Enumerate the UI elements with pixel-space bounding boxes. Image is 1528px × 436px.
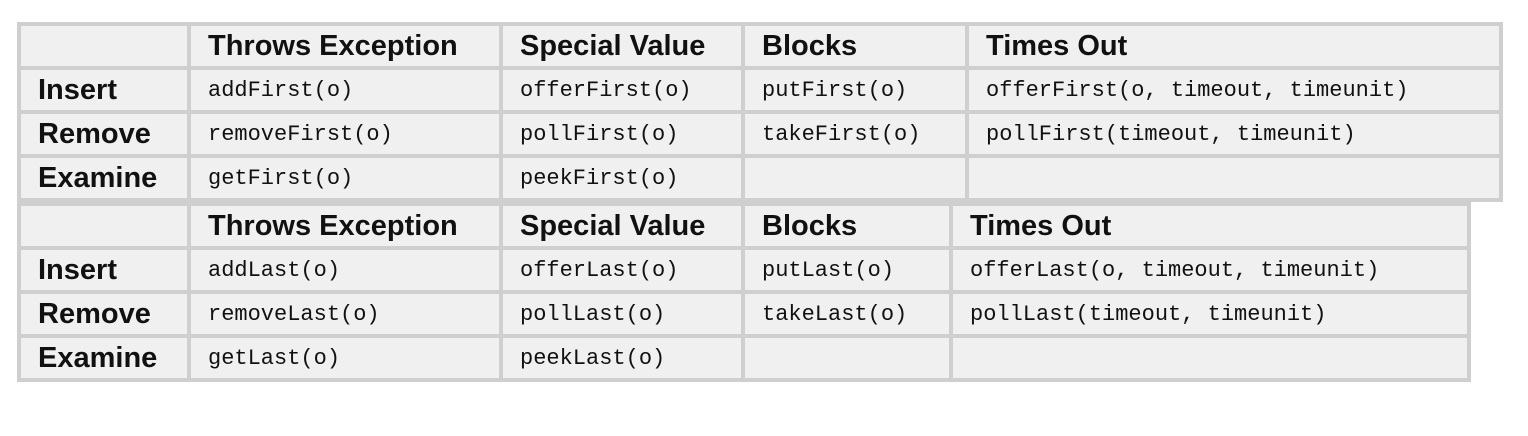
last-methods-table: Throws Exception Special Value Blocks Ti… [17, 202, 1471, 382]
table-cell: pollFirst(timeout, timeunit) [967, 112, 1501, 156]
table-cell [967, 156, 1501, 200]
table-row: Insert addLast(o) offerLast(o) putLast(o… [19, 248, 1469, 292]
table-cell: addLast(o) [189, 248, 501, 292]
row-label-examine: Examine [19, 156, 189, 200]
header-times-out: Times Out [951, 204, 1469, 248]
table-cell: peekLast(o) [501, 336, 743, 380]
table-cell: addFirst(o) [189, 68, 501, 112]
row-label-remove: Remove [19, 112, 189, 156]
header-special-value: Special Value [501, 204, 743, 248]
table-row: Examine getLast(o) peekLast(o) [19, 336, 1469, 380]
table-cell: offerLast(o, timeout, timeunit) [951, 248, 1469, 292]
table-cell: removeLast(o) [189, 292, 501, 336]
table-cell: takeFirst(o) [743, 112, 967, 156]
table-cell: removeFirst(o) [189, 112, 501, 156]
table-cell: pollLast(o) [501, 292, 743, 336]
row-label-insert: Insert [19, 248, 189, 292]
header-throws-exception: Throws Exception [189, 24, 501, 68]
header-blocks: Blocks [743, 24, 967, 68]
table-cell: pollLast(timeout, timeunit) [951, 292, 1469, 336]
table-cell: offerFirst(o, timeout, timeunit) [967, 68, 1501, 112]
corner-cell [19, 204, 189, 248]
tables-container: Throws Exception Special Value Blocks Ti… [17, 22, 1503, 382]
table-cell: getLast(o) [189, 336, 501, 380]
table-cell: offerLast(o) [501, 248, 743, 292]
header-blocks: Blocks [743, 204, 951, 248]
table-cell: putFirst(o) [743, 68, 967, 112]
header-row: Throws Exception Special Value Blocks Ti… [19, 204, 1469, 248]
table-cell: takeLast(o) [743, 292, 951, 336]
table-row: Insert addFirst(o) offerFirst(o) putFirs… [19, 68, 1501, 112]
table-row: Remove removeFirst(o) pollFirst(o) takeF… [19, 112, 1501, 156]
table-cell: offerFirst(o) [501, 68, 743, 112]
table-cell: pollFirst(o) [501, 112, 743, 156]
corner-cell [19, 24, 189, 68]
header-row: Throws Exception Special Value Blocks Ti… [19, 24, 1501, 68]
header-throws-exception: Throws Exception [189, 204, 501, 248]
row-label-examine: Examine [19, 336, 189, 380]
first-methods-table: Throws Exception Special Value Blocks Ti… [17, 22, 1503, 202]
table-cell: peekFirst(o) [501, 156, 743, 200]
table-cell [743, 156, 967, 200]
row-label-insert: Insert [19, 68, 189, 112]
header-times-out: Times Out [967, 24, 1501, 68]
table-row: Remove removeLast(o) pollLast(o) takeLas… [19, 292, 1469, 336]
header-special-value: Special Value [501, 24, 743, 68]
table-row: Examine getFirst(o) peekFirst(o) [19, 156, 1501, 200]
table-cell: getFirst(o) [189, 156, 501, 200]
row-label-remove: Remove [19, 292, 189, 336]
table-cell [951, 336, 1469, 380]
table-cell: putLast(o) [743, 248, 951, 292]
table-cell [743, 336, 951, 380]
